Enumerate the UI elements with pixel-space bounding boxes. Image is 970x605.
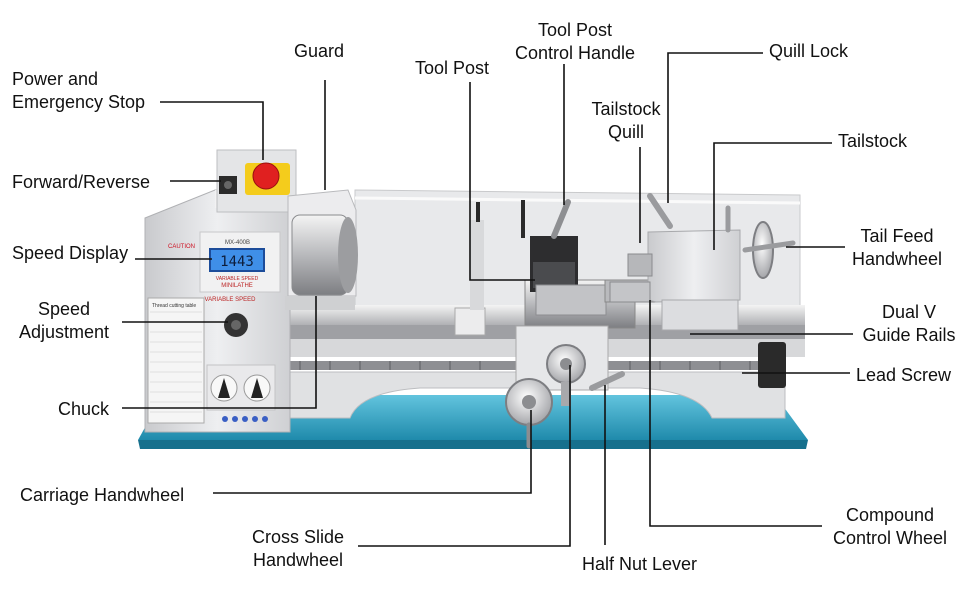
label-dual-v-guide-rails: Dual V Guide Rails: [850, 301, 968, 347]
bed-stand: [284, 371, 786, 419]
leader-tailstock: [713, 142, 832, 250]
label-cross-slide-handwheel: Cross Slide Handwheel: [240, 526, 356, 572]
caution-text: CAUTION: [168, 244, 195, 250]
label-half-nut-lever: Half Nut Lever: [582, 554, 698, 574]
speed-display: [209, 248, 265, 272]
label-compound-line-2: Control Wheel: [832, 528, 948, 548]
speed-display-value: 1443: [220, 254, 254, 270]
label-quill-lock: Quill Lock: [769, 41, 849, 61]
label-carriage-handwheel: Carriage Handwheel: [20, 485, 185, 505]
tool-post-handle: [551, 199, 571, 239]
variable-speed-text: VARIABLE SPEED: [216, 276, 259, 282]
half-nut-lever: [589, 371, 625, 391]
leader-power: [160, 101, 264, 160]
lead-screw-bearing: [758, 342, 786, 388]
thread-table: [147, 297, 205, 424]
label-tool-post-handle: Tool Post Control Handle: [504, 19, 646, 65]
leader-quill-lock: [667, 52, 763, 203]
label-compound-line-1: Compound: [845, 505, 935, 525]
label-tailstock-quill-line-1: Tailstock: [591, 99, 661, 119]
label-tailstock-quill-line-2: Quill: [607, 122, 644, 142]
label-speed-adjustment-line-1: Speed: [37, 299, 91, 319]
tailstock-quill: [627, 253, 653, 277]
leader-cross-slide: [358, 365, 571, 547]
tailstock: [647, 229, 741, 303]
quill-lock-lever: [647, 193, 673, 229]
label-tail-feed-handwheel: Tail Feed Handwheel: [840, 225, 954, 271]
label-power-line-2: Emergency Stop: [12, 92, 146, 112]
leader-compound: [649, 300, 822, 527]
label-speed-adjustment-line-2: Adjustment: [18, 322, 110, 342]
label-speed-display: Speed Display: [12, 243, 129, 263]
label-tool-post-handle-line-2: Control Handle: [514, 43, 636, 63]
leader-carriage-handwheel: [213, 410, 532, 494]
label-cross-slide-line-1: Cross Slide: [251, 527, 345, 547]
label-guard: Guard: [294, 41, 345, 61]
steady-rest: [454, 307, 486, 336]
label-tool-post-handle-line-1: Tool Post: [537, 20, 613, 40]
compound-slide: [535, 284, 607, 316]
label-cross-slide-line-2: Handwheel: [252, 550, 344, 570]
brand-text: MINILATHE: [221, 283, 253, 289]
label-power-line-1: Power and: [12, 69, 99, 89]
leader-tool-post: [469, 82, 535, 281]
label-compound-control-wheel: Compound Control Wheel: [822, 504, 958, 550]
label-tool-post: Tool Post: [415, 58, 490, 78]
thread-table-title: Thread cutting table: [152, 303, 196, 309]
leader-lines: [122, 52, 853, 547]
label-tailstock: Tailstock: [838, 131, 908, 151]
label-speed-adjustment: Speed Adjustment: [8, 298, 120, 344]
label-power-emergency: Power and Emergency Stop: [12, 68, 145, 114]
leader-chuck: [122, 296, 317, 409]
tailstock-base: [661, 299, 739, 331]
label-tail-feed-line-2: Handwheel: [851, 249, 943, 269]
base-tray-front: [138, 440, 808, 449]
knob-label-text: VARIABLE SPEED: [205, 297, 257, 303]
label-tail-feed-line-1: Tail Feed: [860, 226, 934, 246]
label-lead-screw: Lead Screw: [856, 365, 952, 385]
label-guide-rails-line-1: Dual V: [881, 302, 937, 322]
label-forward-reverse: Forward/Reverse: [12, 172, 151, 192]
model-text: MX-400B: [225, 240, 250, 246]
label-guide-rails-line-2: Guide Rails: [862, 325, 956, 345]
label-tailstock-quill: Tailstock Quill: [578, 98, 674, 144]
label-chuck: Chuck: [58, 399, 110, 419]
estop-button: [252, 162, 280, 190]
